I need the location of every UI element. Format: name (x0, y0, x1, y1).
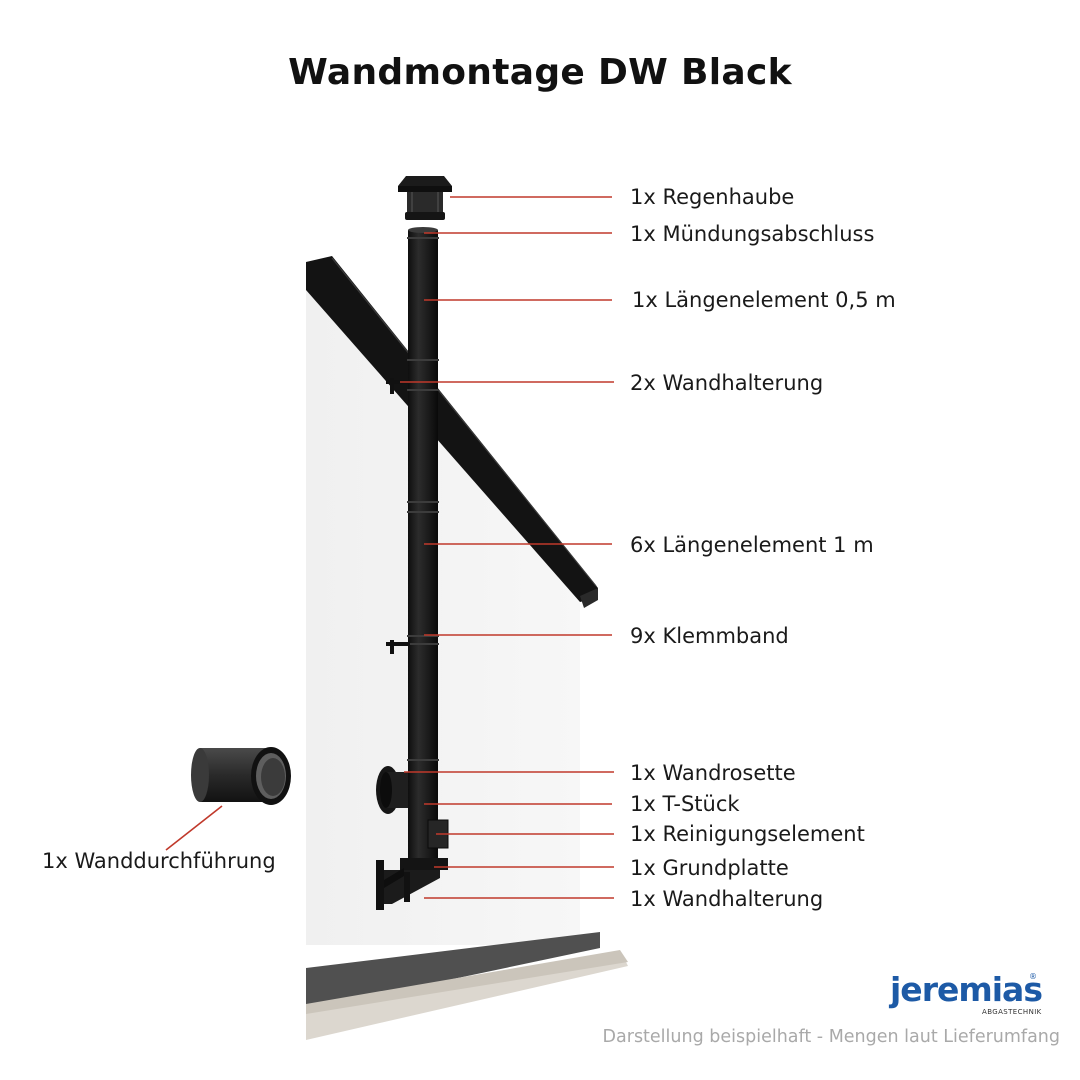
logo-wordmark: jeremias (890, 970, 1043, 1009)
label-wandrosette: 1x Wandrosette (630, 761, 796, 785)
label-grundplatte: 1x Grundplatte (630, 856, 789, 880)
label-klemmband: 9x Klemmband (630, 624, 789, 648)
house-wall (306, 268, 580, 945)
ground-ledge-top (306, 950, 628, 1014)
pipe-mouth (408, 227, 438, 233)
label-regenhaube: 1x Regenhaube (630, 185, 795, 209)
label-laengenelement-05: 1x Längenelement 0,5 m (632, 288, 896, 312)
clamp-bands (407, 237, 439, 761)
label-reinigungselement: 1x Reinigungselement (630, 822, 865, 846)
wall-sleeve (191, 747, 291, 805)
wall-bracket-lower (376, 860, 440, 910)
diagram-title: Wandmontage DW Black (288, 52, 792, 93)
leader-lines (165, 196, 614, 899)
footnote: Darstellung beispielhaft - Mengen laut L… (602, 1027, 1060, 1047)
brand-logo: jeremias ® ABGASTECHNIK (890, 970, 1043, 1020)
wall-plinth-dark (306, 932, 600, 1010)
wall-bracket-middle (386, 640, 410, 654)
roof-edge (306, 256, 598, 602)
label-wanddurchfuehrung: 1x Wanddurchführung (42, 849, 276, 873)
label-wandhalterung-2x: 2x Wandhalterung (630, 371, 824, 395)
ground-ledge (306, 962, 628, 1040)
leader-wanddurchfuehrung (165, 805, 223, 851)
logo-registered-mark: ® (1029, 972, 1037, 981)
label-laengenelement-1m: 6x Längenelement 1 m (630, 533, 874, 557)
label-wandhalterung-1x: 1x Wandhalterung (630, 887, 824, 911)
chimney-pipe (408, 230, 438, 770)
roof-fascia (580, 588, 598, 608)
roof-highlight (331, 257, 597, 587)
logo-subtitle: ABGASTECHNIK (982, 1008, 1042, 1016)
rain-cap (398, 176, 452, 220)
label-t-stueck: 1x T-Stück (630, 792, 740, 816)
label-muendungsabschluss: 1x Mündungsabschluss (630, 222, 875, 246)
base-plate (400, 858, 448, 870)
wall-bracket-upper (386, 378, 410, 394)
